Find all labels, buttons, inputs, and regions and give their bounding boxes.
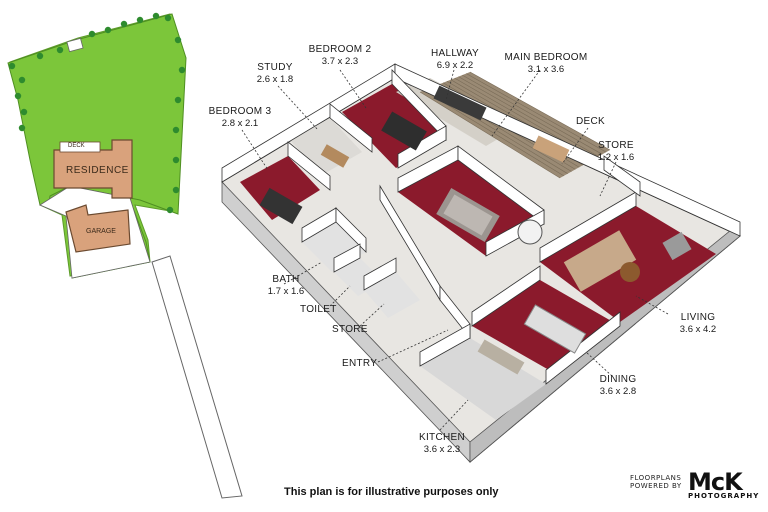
dining-table	[523, 304, 587, 354]
kitchen-bench	[477, 339, 525, 375]
tree	[120, 20, 128, 28]
deck-slat	[419, 91, 561, 179]
residence-building	[53, 139, 133, 199]
bed-main-cover	[443, 194, 493, 236]
toilet-label: TOILET	[300, 304, 337, 315]
deck-slat	[458, 76, 599, 157]
boundary-trees	[8, 12, 186, 214]
interior-wall	[545, 311, 621, 385]
bed-bedroom3	[259, 187, 303, 225]
deck-slat	[462, 74, 603, 155]
tree	[172, 156, 180, 164]
tree	[166, 206, 174, 214]
site-garage-label: GARAGE	[86, 228, 116, 235]
site-residence-label: RESIDENCE	[66, 165, 129, 176]
store-floor	[364, 272, 420, 318]
coffee-table	[620, 262, 640, 282]
floor-plan-3d	[221, 63, 741, 463]
brand-photography: PHOTOGRAPHY	[688, 492, 760, 500]
hallway-chairs	[433, 85, 487, 121]
driveway	[151, 255, 243, 499]
tree	[14, 92, 22, 100]
label-leaders	[241, 69, 669, 431]
water-tank	[517, 219, 543, 245]
tree	[178, 66, 186, 74]
kitchen-floor	[420, 338, 546, 420]
tree	[164, 14, 172, 22]
tree	[18, 76, 26, 84]
entry-label: ENTRY	[342, 358, 378, 369]
site-plan	[7, 12, 243, 499]
sofa	[563, 230, 637, 292]
interior-wall	[287, 141, 331, 191]
interior-wall	[333, 243, 361, 273]
bed-bedroom2	[381, 111, 427, 151]
tree	[20, 108, 28, 116]
store-bottom-label: STORE	[332, 324, 368, 335]
deck-table	[532, 135, 570, 163]
tree	[172, 186, 180, 194]
site-deck-label: DECK	[68, 143, 85, 149]
tree	[152, 12, 160, 20]
tree	[104, 26, 112, 34]
tree	[174, 96, 182, 104]
garage-building	[65, 204, 131, 253]
gate	[66, 37, 84, 53]
study-desk	[320, 144, 350, 168]
interior-wall	[603, 155, 641, 197]
tree	[174, 36, 182, 44]
brand-mck: McK	[688, 468, 743, 496]
deck-slat	[466, 73, 607, 153]
tree	[36, 52, 44, 60]
deck-label: DECK	[576, 116, 605, 127]
interior-wall	[335, 207, 367, 253]
tree	[18, 124, 26, 132]
interior-wall	[363, 257, 397, 291]
tree	[88, 30, 96, 38]
site-deck	[59, 141, 101, 153]
deck-slat	[469, 71, 611, 151]
interior-wall	[471, 265, 541, 327]
disclaimer-text: This plan is for illustrative purposes o…	[284, 486, 499, 498]
interior-wall	[329, 103, 373, 153]
tree	[136, 16, 144, 24]
tree	[56, 46, 64, 54]
tree	[172, 126, 180, 134]
tree	[8, 62, 16, 70]
bedroom3-carpet	[240, 156, 320, 220]
interior-wall	[397, 125, 447, 169]
interior-wall	[419, 323, 471, 367]
armchair	[662, 231, 692, 261]
